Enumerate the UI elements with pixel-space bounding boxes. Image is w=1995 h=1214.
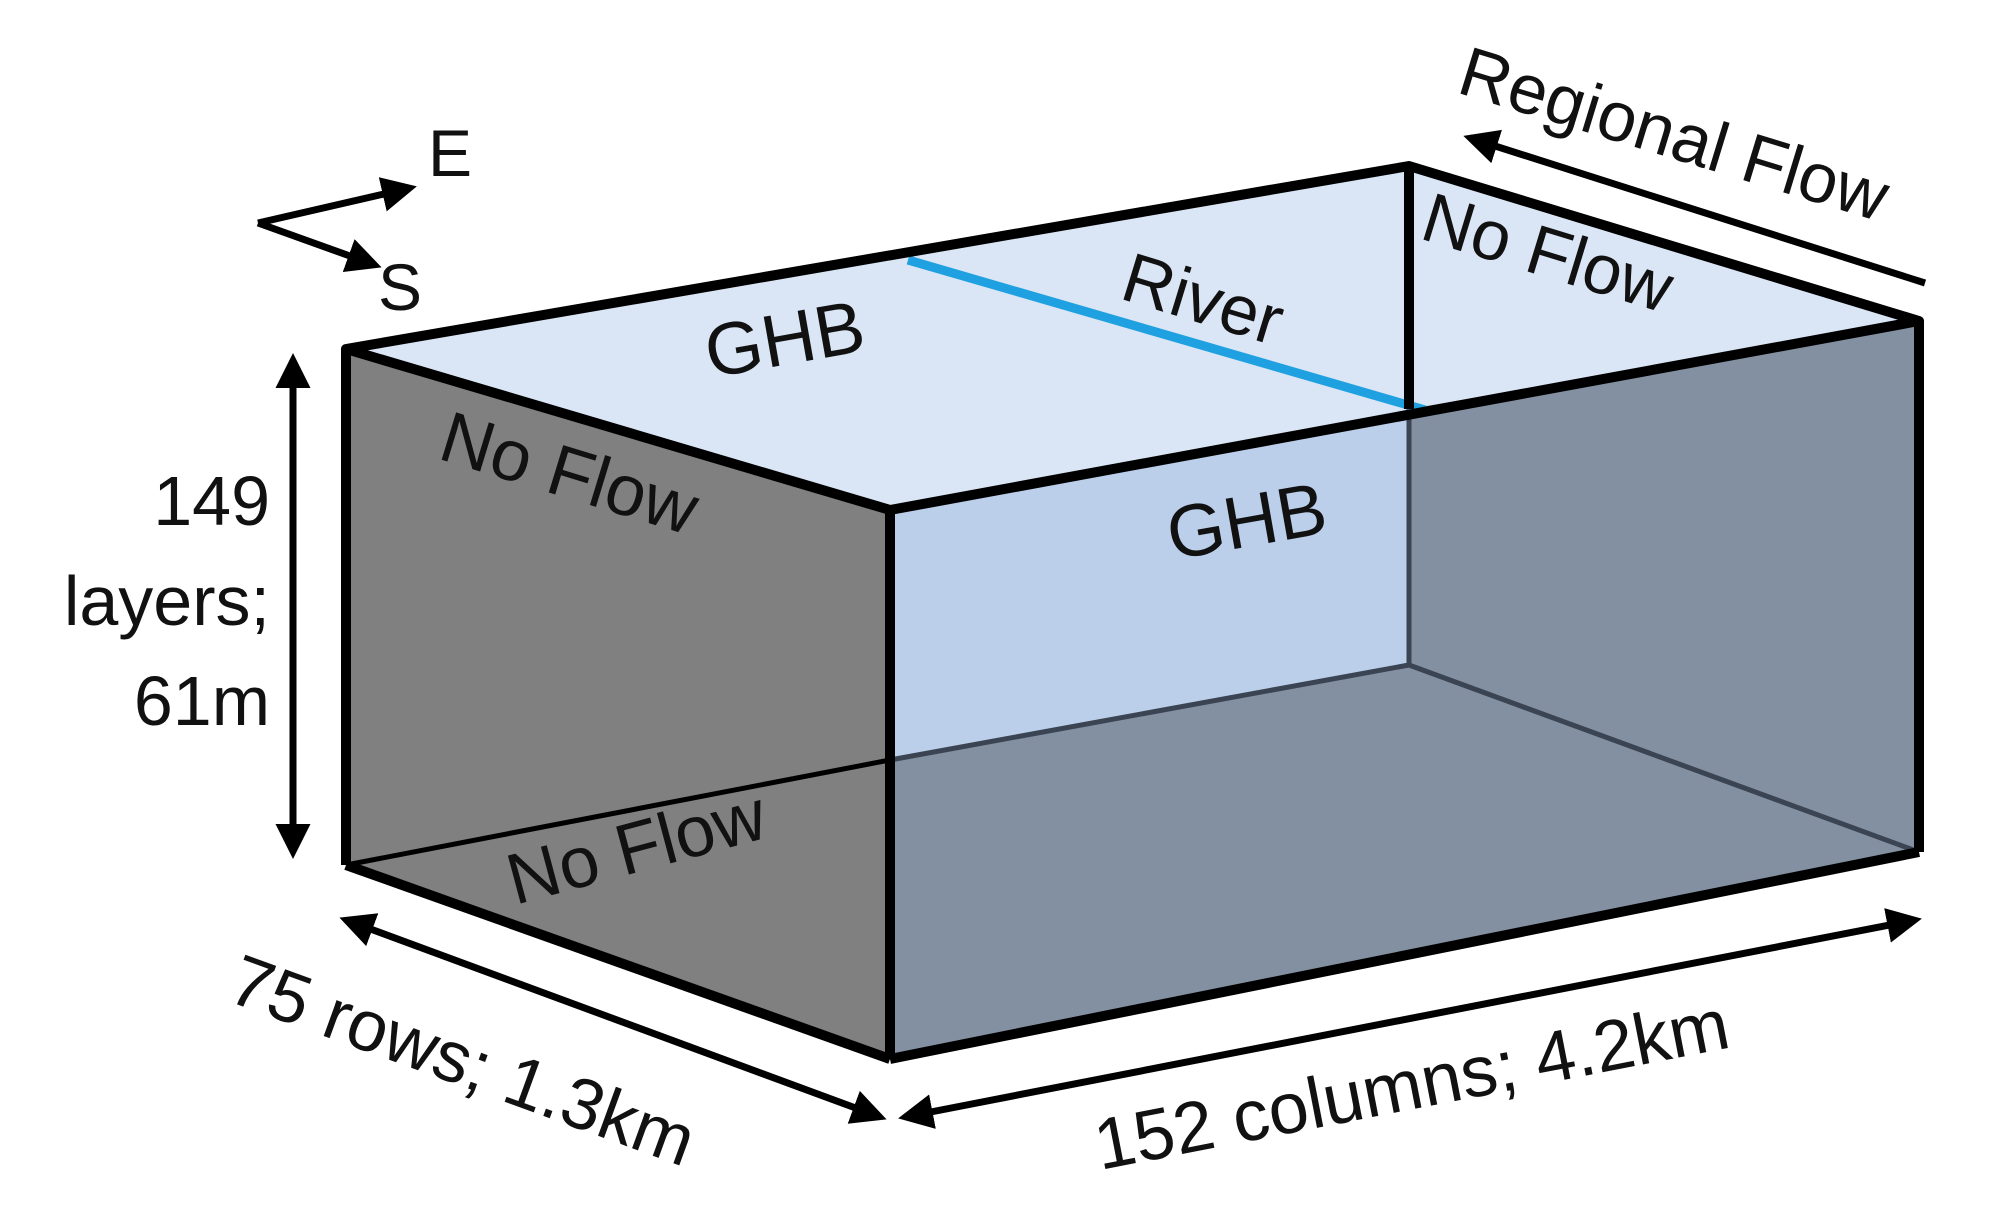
layers-line-2: layers; [64,562,270,640]
dimension-arrows [275,129,1927,1129]
layers-line-1: 149 [153,462,270,540]
front-right-panel [1409,321,1919,852]
regional-flow-arrow [1463,129,1927,287]
layers-label: 149 layers; 61m [64,462,270,740]
hidden-edges [889,409,1920,855]
front-inner-panel [890,409,1409,760]
river-line [906,255,1427,415]
rows-label: 75 rows; 1.3km [220,940,706,1182]
columns-arrow [898,908,1922,1129]
rows-arrow [339,913,887,1124]
top-face [346,166,1919,510]
layers-line-3: 61m [134,662,270,740]
compass-south-label: S [378,250,422,324]
left-face [346,349,890,1059]
columns-label: 152 columns; 4.2km [1088,984,1736,1185]
left-bottom-edge [345,757,891,868]
compass-icon [256,177,417,273]
compass-east-label: E [428,116,472,190]
